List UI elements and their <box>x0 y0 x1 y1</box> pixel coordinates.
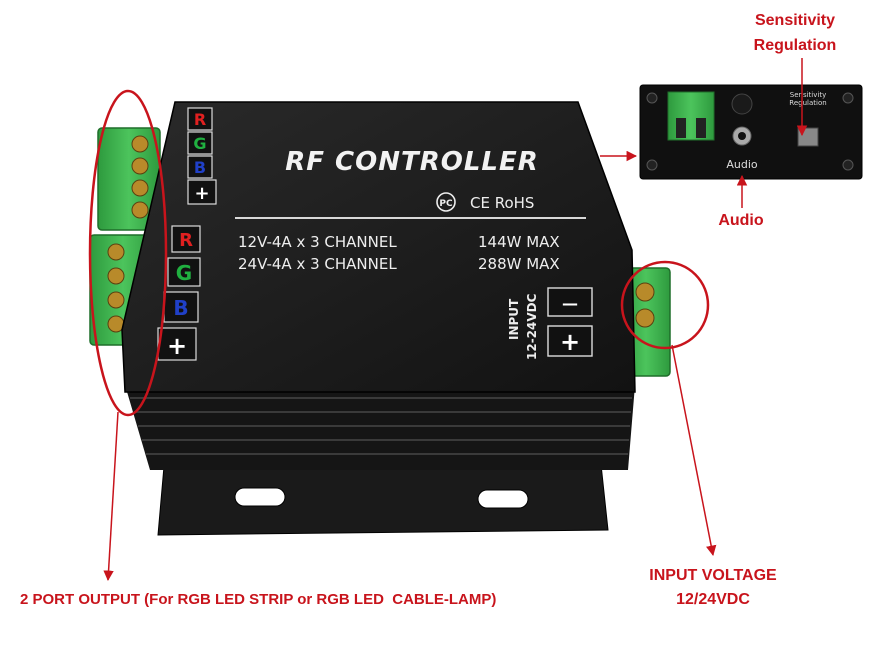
cert-text: CE RoHS <box>470 194 534 212</box>
input-voltage-callout-line1: INPUT VOLTAGE <box>649 567 777 584</box>
terminal-plus-label: + <box>560 328 580 356</box>
channel-plus-upper: + <box>194 183 209 204</box>
channel-b-upper: B <box>194 158 206 177</box>
sensitivity-callout-line2: Regulation <box>753 37 837 54</box>
channel-plus-lower: + <box>167 332 187 360</box>
annotations <box>88 58 808 582</box>
input-highlight-circle <box>620 260 710 350</box>
spec-row1-right: 144W MAX <box>478 233 560 251</box>
back-panel-inset: Audio Sensitivity Regulation <box>639 84 863 180</box>
terminal-minus-box <box>547 287 593 317</box>
audio-callout: Audio <box>718 212 764 229</box>
terminal-minus-label: — <box>562 294 578 313</box>
inset-sensitivity-label-2: Regulation <box>789 99 826 107</box>
spec-row1-left: 12V-4A x 3 CHANNEL <box>238 233 397 251</box>
channel-g-upper: G <box>193 134 206 153</box>
cert-logos: PC CE RoHS <box>436 192 534 212</box>
channel-g-lower: G <box>176 261 192 285</box>
svg-text:PC: PC <box>439 199 453 209</box>
input-voltage-callout: INPUT VOLTAGE 12/24VDC <box>628 564 798 612</box>
output-callout: 2 PORT OUTPUT (For RGB LED STRIP or RGB … <box>20 591 497 608</box>
inset-audio-label: Audio <box>726 158 758 171</box>
inset-sensitivity-label-1: Sensitivity <box>790 91 826 99</box>
heatsink-fins <box>125 385 635 470</box>
sensitivity-knob-icon <box>797 127 819 147</box>
output-highlight-ellipse <box>88 89 168 417</box>
spec-row2-left: 24V-4A x 3 CHANNEL <box>238 255 397 273</box>
sensitivity-callout: Sensitivity Regulation <box>730 8 860 58</box>
input-label-line1: INPUT <box>507 298 521 340</box>
terminal-plus-box <box>547 325 593 357</box>
pc-certification-icon <box>436 192 456 212</box>
channel-labels-upper: R G B + <box>187 107 217 205</box>
input-label-line2: 12-24VDC <box>525 293 539 360</box>
channel-r-upper: R <box>194 110 206 129</box>
spec-row2-right: 288W MAX <box>478 255 560 273</box>
output-arrow <box>103 411 119 582</box>
channel-labels-lower: R G B + <box>157 225 201 361</box>
sensitivity-callout-line1: Sensitivity <box>754 12 836 29</box>
channel-r-lower: R <box>179 230 193 251</box>
input-arrow <box>671 344 717 557</box>
controller-body <box>121 101 636 393</box>
output-terminal-block-upper <box>97 127 161 231</box>
input-voltage-callout-line2: 12/24VDC <box>676 591 750 608</box>
device-title: RF CONTROLLER <box>285 147 539 177</box>
channel-b-lower: B <box>173 296 188 320</box>
